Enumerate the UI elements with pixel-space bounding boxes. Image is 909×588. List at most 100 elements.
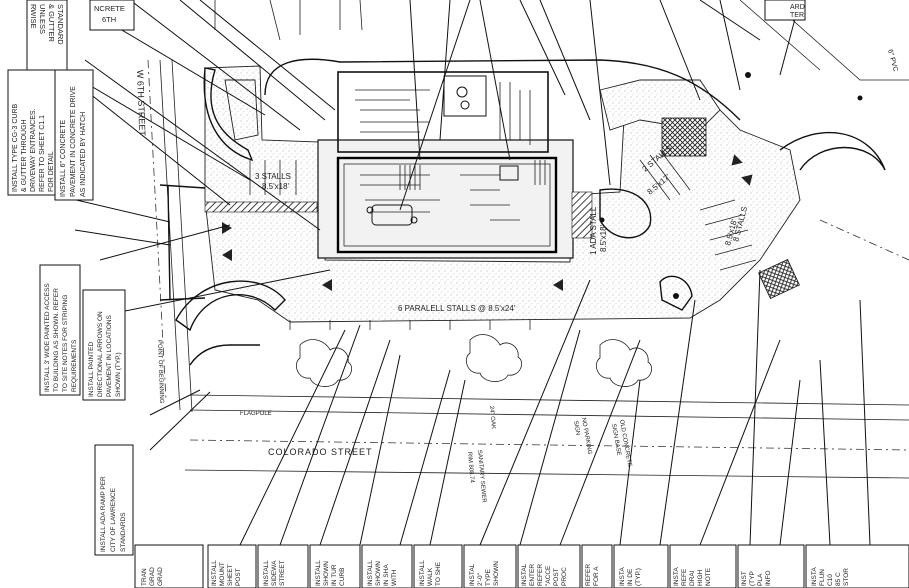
- tree-canopies: [296, 334, 652, 387]
- label-no-parking-sign: SIGN: [572, 420, 580, 435]
- label-ada-stall-dim: 8.5'x18': [599, 224, 608, 252]
- note-concrete-top: NCRETE 6TH: [89, 0, 135, 31]
- bottom-note-8: REFER FOR A: [585, 564, 600, 586]
- svg-text:INFO: INFO: [765, 570, 772, 586]
- svg-text:ENTER: ENTER: [529, 564, 536, 586]
- svg-text:INSTAL: INSTAL: [521, 563, 528, 586]
- label-oak: 24" OAK: [488, 406, 496, 430]
- label-sign-base: SIGN BASE: [610, 423, 622, 456]
- bottom-note-2: INSTALL SIDEWA STREET: [263, 560, 286, 586]
- svg-text:POST: POST: [235, 568, 242, 586]
- ada-access-hatch: [571, 191, 593, 239]
- svg-text:INSTA: INSTA: [619, 567, 626, 586]
- svg-text:6TH: 6TH: [102, 15, 116, 24]
- bottom-note-6: INSTAL 2'-0" TYPE SHOWN: [469, 561, 500, 586]
- label-stalls-3: 3 STALLS: [255, 172, 291, 181]
- svg-text:REFER TO SHEET C1.1: REFER TO SHEET C1.1: [39, 115, 46, 192]
- svg-text:INSTALL: INSTALL: [211, 560, 218, 586]
- svg-text:RWISE: RWISE: [29, 4, 38, 28]
- island-sw: [175, 280, 286, 332]
- label-parallel-stalls: 6 PARALELL STALLS @ 8.5'x24': [398, 304, 516, 313]
- directional-arrows: [222, 154, 753, 291]
- svg-text:POST: POST: [553, 568, 560, 586]
- note-access-aisle: INSTALL 3' WIDE PAINTED ACCESS TO BUILDI…: [39, 264, 81, 396]
- svg-text:INSTALL 3' WIDE PAINTED ACCESS: INSTALL 3' WIDE PAINTED ACCESS: [44, 283, 51, 392]
- svg-text:(TYP: (TYP: [749, 571, 756, 586]
- svg-text:UNLESS: UNLESS: [38, 4, 47, 34]
- label-colorado-street: COLORADO STREET: [268, 447, 373, 457]
- label-point-of-beginning: POINT OF BEGINNING: [156, 340, 164, 404]
- svg-text:STOR: STOR: [843, 568, 850, 586]
- bottom-note-7: INSTAL ENTER REFER "ACCE POST PROC: [521, 563, 568, 586]
- svg-text:"ACCE: "ACCE: [545, 565, 552, 586]
- island-lamp: [659, 275, 693, 311]
- svg-text:STREET: STREET: [279, 560, 286, 586]
- svg-text:WITH: WITH: [391, 569, 398, 586]
- site-background: [147, 0, 909, 479]
- bottom-note-5: INSTALL WALK TO SHE: [419, 560, 442, 586]
- building: [317, 71, 574, 259]
- svg-text:SHOWN (TYP.): SHOWN (TYP.): [115, 352, 122, 397]
- south-driveway-curb: [189, 344, 260, 366]
- leader-lines: [29, 0, 871, 546]
- stall-striping: [249, 149, 757, 330]
- note-top-right: ARD TER: [764, 0, 806, 21]
- svg-text:SHOWN: SHOWN: [375, 561, 382, 586]
- svg-text:TO SHE: TO SHE: [435, 561, 442, 586]
- svg-text:STANDARDS: STANDARDS: [120, 512, 127, 552]
- svg-text:NCRETE: NCRETE: [94, 4, 125, 13]
- svg-text:INSTAL: INSTAL: [469, 563, 476, 586]
- svg-text:REFE: REFE: [681, 568, 688, 586]
- riprap-area: [758, 259, 800, 299]
- label-pvc: 6" PVC: [886, 49, 899, 73]
- svg-text:PLA: PLA: [757, 573, 764, 586]
- svg-text:GRAD: GRAD: [149, 567, 156, 586]
- svg-text:IN DE: IN DE: [627, 568, 634, 586]
- svg-text:& GUTTER: & GUTTER: [47, 4, 56, 43]
- svg-text:INSTALL ADA RAMP PER: INSTALL ADA RAMP PER: [100, 476, 107, 552]
- svg-text:INSTALL PAINTED: INSTALL PAINTED: [88, 342, 95, 397]
- svg-text:CURB: CURB: [339, 568, 346, 586]
- svg-text:PAVEMENT IN CONCRETE DRIVE: PAVEMENT IN CONCRETE DRIVE: [70, 86, 77, 197]
- svg-text:INSTALL: INSTALL: [367, 560, 374, 586]
- svg-text:INSTALL: INSTALL: [419, 560, 426, 586]
- svg-text:INSTALL: INSTALL: [315, 560, 322, 586]
- svg-text:TRAN: TRAN: [141, 568, 148, 586]
- svg-text:(TYP.): (TYP.): [635, 568, 642, 586]
- concrete-pavement: [204, 65, 801, 323]
- bottom-note-10: INSTA REFE DRAI HIGH NOTE: [673, 567, 712, 586]
- svg-text:MOUNT: MOUNT: [219, 562, 226, 586]
- curb-arc-north: [264, 58, 741, 121]
- note-ada-ramp: INSTALL ADA RAMP PER CITY OF LAWRENCE ST…: [94, 444, 134, 556]
- svg-text:IN TUR: IN TUR: [331, 564, 338, 586]
- note-concrete-drive: INSTALL 6" CONCRETE PAVEMENT IN CONCRETE…: [54, 69, 94, 201]
- dumpster-pad: [661, 117, 707, 157]
- label-sanitary-sewer: SANITARY SEWER: [476, 450, 487, 504]
- svg-text:WALK: WALK: [427, 567, 434, 586]
- svg-text:GRAD: GRAD: [157, 567, 164, 586]
- svg-text:REQUIREMENTS: REQUIREMENTS: [71, 339, 78, 392]
- bottom-note-4: INSTALL SHOWN IN SHA WITH: [367, 560, 398, 586]
- svg-text:INST: INST: [741, 571, 748, 586]
- svg-text:FOR DETAIL: FOR DETAIL: [48, 151, 55, 192]
- svg-text:DRAI: DRAI: [689, 570, 696, 586]
- label-flagpole: FLAGPOLE: [240, 411, 272, 417]
- svg-text:SIDEWA: SIDEWA: [271, 560, 278, 586]
- svg-text:HIGH: HIGH: [697, 569, 704, 586]
- bottom-note-11: INST (TYP PLA INFO: [741, 570, 772, 586]
- svg-text:IN SHA: IN SHA: [383, 564, 390, 586]
- svg-text:DRIVEWAY ENTRANCES.: DRIVEWAY ENTRANCES.: [30, 108, 37, 192]
- svg-text:INSTA: INSTA: [811, 567, 818, 586]
- svg-text:TER: TER: [790, 12, 804, 19]
- bottom-notes: TRAN GRAD GRAD INSTALL MOUNT SHEET POST …: [134, 544, 909, 588]
- svg-text:2'-0": 2'-0": [477, 572, 484, 586]
- svg-text:REFER: REFER: [585, 564, 592, 586]
- svg-text:85 C: 85 C: [835, 572, 842, 586]
- svg-text:TYPE: TYPE: [485, 568, 492, 586]
- svg-text:FLUN: FLUN: [819, 569, 826, 586]
- bottom-note-12: INSTA FLUN C10 85 C STOR: [811, 567, 850, 586]
- svg-text:SHOWN: SHOWN: [323, 561, 330, 586]
- svg-text:INSTALL: INSTALL: [263, 560, 270, 586]
- svg-text:AS INDICATED BY HATCH: AS INDICATED BY HATCH: [80, 112, 87, 197]
